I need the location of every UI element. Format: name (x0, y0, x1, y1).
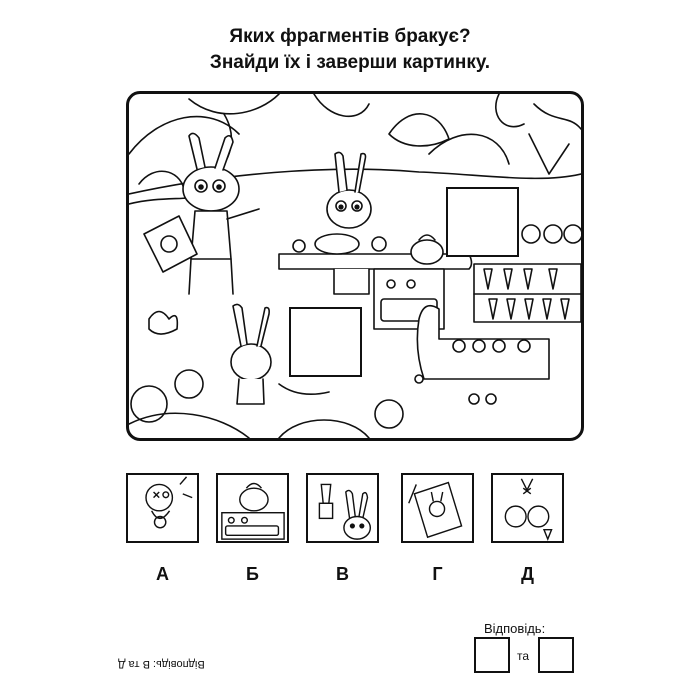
missing-slot-top[interactable] (446, 187, 519, 257)
fragment-b[interactable] (216, 473, 289, 543)
fragment-d[interactable] (491, 473, 564, 543)
puzzle-illustration (126, 91, 584, 441)
fragment-b-label: Б (246, 564, 259, 584)
fragment-v[interactable] (306, 473, 379, 543)
upside-down-answer: Відповідь: В та Д (118, 658, 205, 670)
fragment-d-label: Д (521, 564, 534, 584)
blender-bunny-icon (318, 483, 372, 540)
answer-box-1[interactable] (474, 637, 510, 673)
instruction-title: Яких фрагментів бракує? (229, 26, 471, 47)
kettle-stove-icon (221, 482, 285, 540)
fragment-g-label: Г (432, 564, 443, 584)
answer-label: Відповідь: (484, 621, 546, 636)
scene-drawing (129, 94, 581, 438)
bunny-picture-icon (408, 481, 463, 539)
answer-and: та (517, 649, 530, 663)
fragment-g[interactable] (401, 473, 474, 543)
fragment-a-label: А (156, 564, 169, 584)
missing-slot-middle[interactable] (289, 307, 362, 377)
fragment-a[interactable] (126, 473, 199, 543)
fragment-v-label: В (336, 564, 349, 584)
bunny-face-icon (145, 476, 193, 529)
cabbage-carrot-icon (504, 478, 553, 541)
instruction-subtitle: Знайди їх і заверши картинку. (209, 52, 491, 73)
answer-box-2[interactable] (538, 637, 574, 673)
